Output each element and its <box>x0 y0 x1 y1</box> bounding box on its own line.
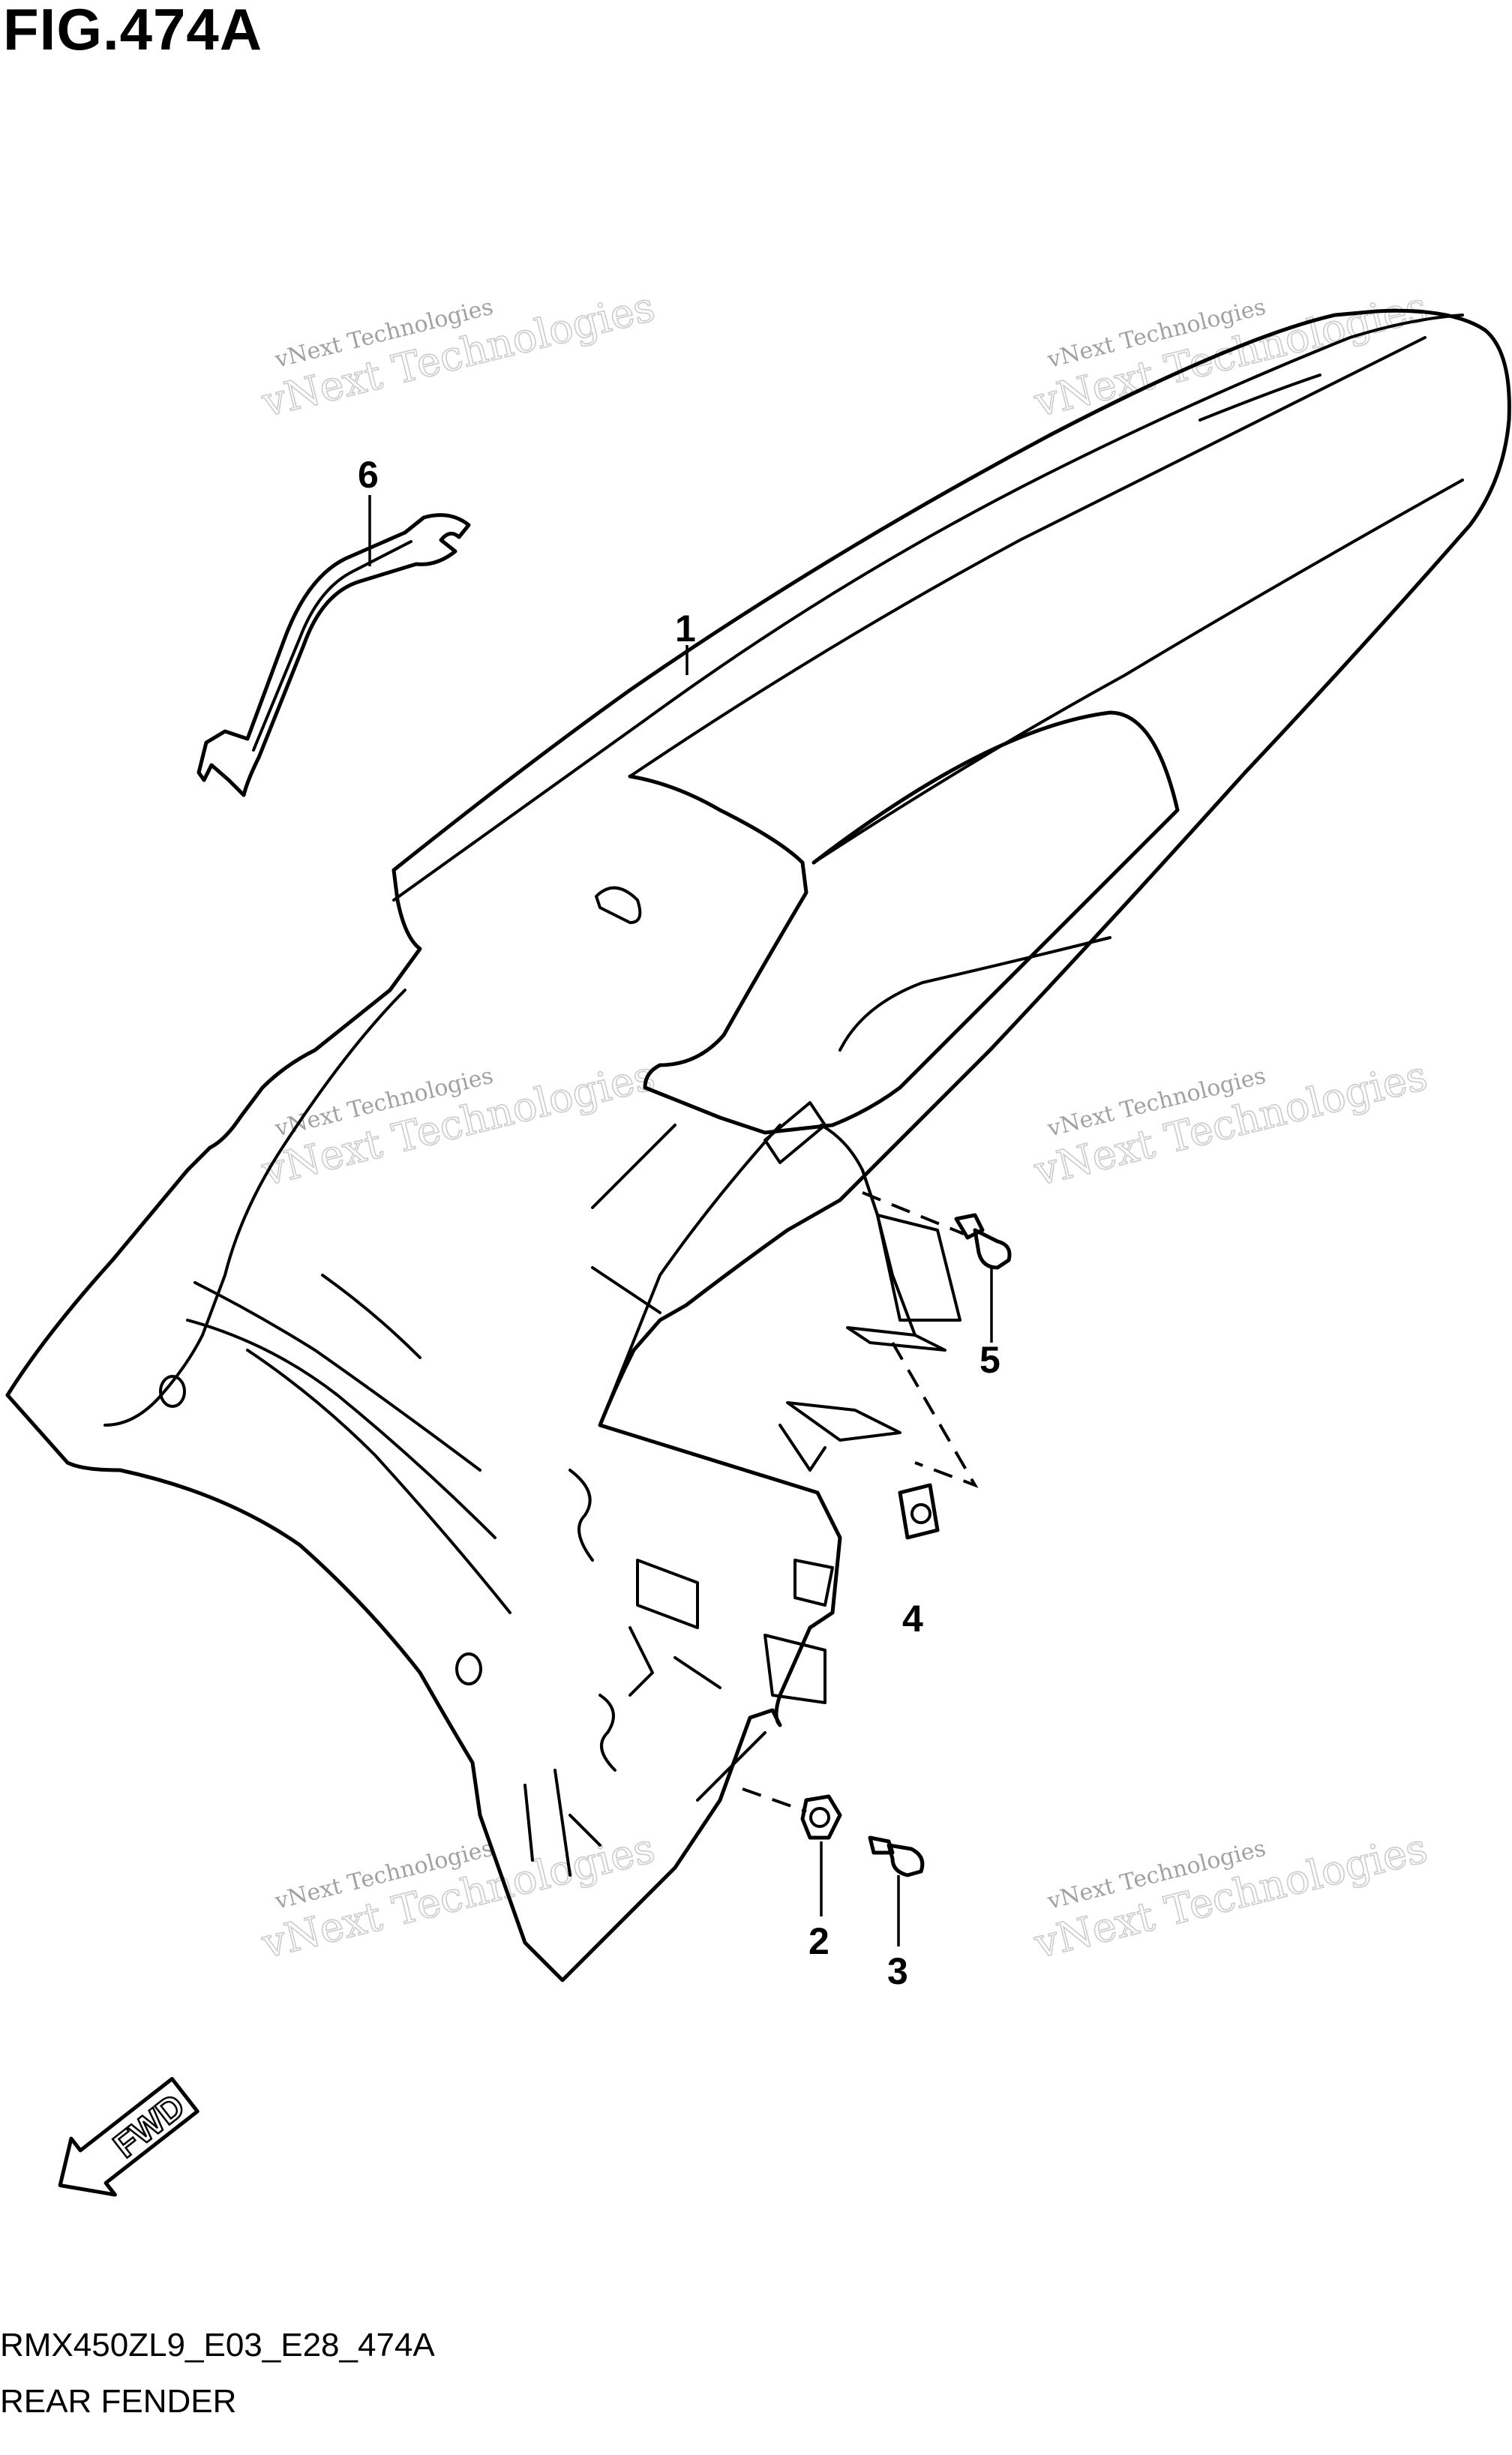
watermark: vNext Technologies vNext Technologies <box>1029 1823 1432 1968</box>
watermark: vNext Technologies vNext Technologies <box>1029 1051 1432 1196</box>
callout-2: 2 <box>808 1920 830 1962</box>
rear-fender-part <box>5 308 1511 1982</box>
callout-5: 5 <box>980 1339 1000 1381</box>
nut-part <box>742 1787 842 1916</box>
fwd-arrow-icon: FWD <box>58 2077 200 2197</box>
section-name: REAR FENDER <box>0 2383 237 2420</box>
callout-3: 3 <box>887 1950 908 1992</box>
watermark-group: vNext Technologies vNext Technologies vN… <box>256 282 1432 1968</box>
clip-nut-part <box>891 1341 979 1540</box>
bolt-part-3 <box>868 1835 925 1946</box>
callout-4: 4 <box>902 1598 923 1640</box>
watermark: vNext Technologies vNext Technologies <box>256 282 660 427</box>
callout-6: 6 <box>358 454 379 496</box>
clamp-part <box>196 513 471 797</box>
bolt-part-5 <box>862 1191 1012 1343</box>
watermark: vNext Technologies vNext Technologies <box>1029 282 1432 427</box>
figure-title: FIG.474A <box>3 0 263 62</box>
callout-1: 1 <box>675 608 696 650</box>
model-code: RMX450ZL9_E03_E28_474A <box>0 2327 435 2363</box>
